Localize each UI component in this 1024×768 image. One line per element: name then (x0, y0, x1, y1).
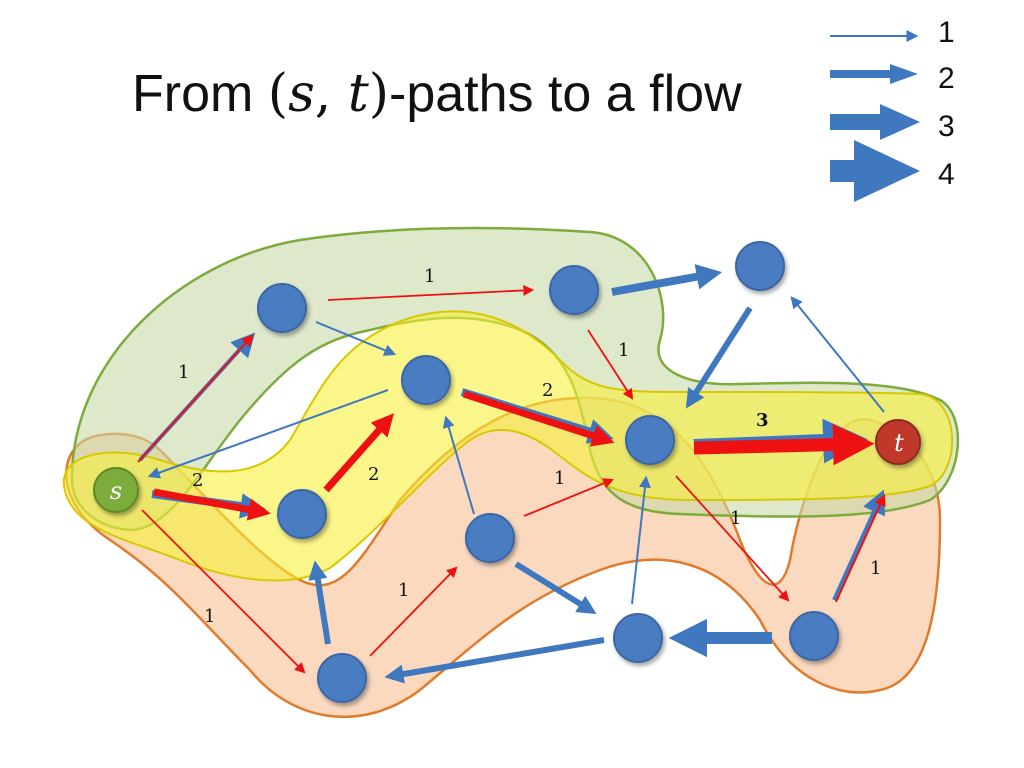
title-close-paren: ) (368, 64, 390, 124)
label-g-f: 1 (398, 580, 409, 601)
flow-c-e (462, 390, 615, 447)
slide-title: From (s, t)-paths to a flow (132, 64, 742, 124)
edge-t-i (790, 296, 885, 413)
legend-arrow-4 (830, 140, 920, 202)
edge-j-t-blue (832, 489, 886, 601)
title-suffix: -paths to a flow (389, 65, 742, 123)
node-g (317, 653, 367, 703)
flow-s-d (153, 488, 271, 521)
label-s-g: 1 (204, 606, 215, 627)
legend-label-1: 1 (938, 16, 955, 49)
flow-b-e (587, 329, 634, 400)
flow-e-t (693, 423, 875, 466)
node-sink (875, 419, 921, 465)
edge-g-d (308, 560, 331, 645)
label-f-e: 1 (554, 468, 565, 489)
node-b (549, 265, 599, 315)
node-c (401, 355, 451, 405)
flow-g-f (369, 566, 458, 657)
legend-arrows (830, 30, 920, 202)
node-a (257, 283, 307, 333)
flow-e-j (675, 475, 790, 602)
flow-f-e (523, 478, 614, 517)
flow-a-b (327, 285, 535, 301)
label-j-t: 1 (870, 558, 881, 579)
flow-s-a (137, 334, 254, 463)
edge-c-s (147, 389, 389, 479)
label-e-t: 3 (756, 410, 769, 431)
label-d-c: 2 (368, 464, 379, 485)
node-f (465, 513, 515, 563)
node-d (277, 489, 327, 539)
edge-b-i (611, 264, 723, 296)
legend-label-3: 3 (938, 110, 955, 143)
edge-h-g (384, 637, 605, 684)
edge-h-e (631, 475, 651, 605)
label-a-b: 1 (424, 266, 435, 287)
edge-i-e (685, 306, 753, 409)
edge-f-c (442, 415, 475, 515)
label-b-e: 1 (618, 340, 629, 361)
legend-label-4: 4 (938, 158, 955, 191)
edge-labels: 1 1 1 2 2 2 3 1 1 1 1 1 (178, 266, 881, 627)
title-t: t (347, 64, 369, 124)
title-comma: , (314, 64, 348, 124)
label-s-d: 2 (192, 470, 203, 491)
edge-f-h (514, 561, 597, 615)
blue-edges-thin (147, 296, 885, 605)
flow-j-t (835, 493, 886, 603)
label-s-a: 1 (178, 362, 189, 383)
sink-label: t (894, 429, 904, 457)
title-s: s (288, 64, 315, 124)
flow-d-c (323, 413, 394, 493)
legend-arrow-3 (830, 104, 920, 140)
node-i (735, 241, 785, 291)
node-source (93, 467, 139, 513)
legend-label-2: 2 (938, 62, 955, 95)
label-e-j: 1 (730, 508, 741, 529)
node-j (789, 611, 839, 661)
title-prefix: From (132, 65, 268, 123)
node-e (625, 415, 675, 465)
nodes (93, 241, 921, 703)
source-label: s (110, 477, 122, 505)
label-c-e: 2 (542, 380, 553, 401)
red-edges (137, 285, 886, 674)
flow-s-g (141, 509, 306, 674)
node-h (613, 613, 663, 663)
edge-a-c (315, 321, 397, 356)
title-open-paren: ( (267, 64, 289, 124)
legend-arrow-2 (830, 64, 918, 84)
